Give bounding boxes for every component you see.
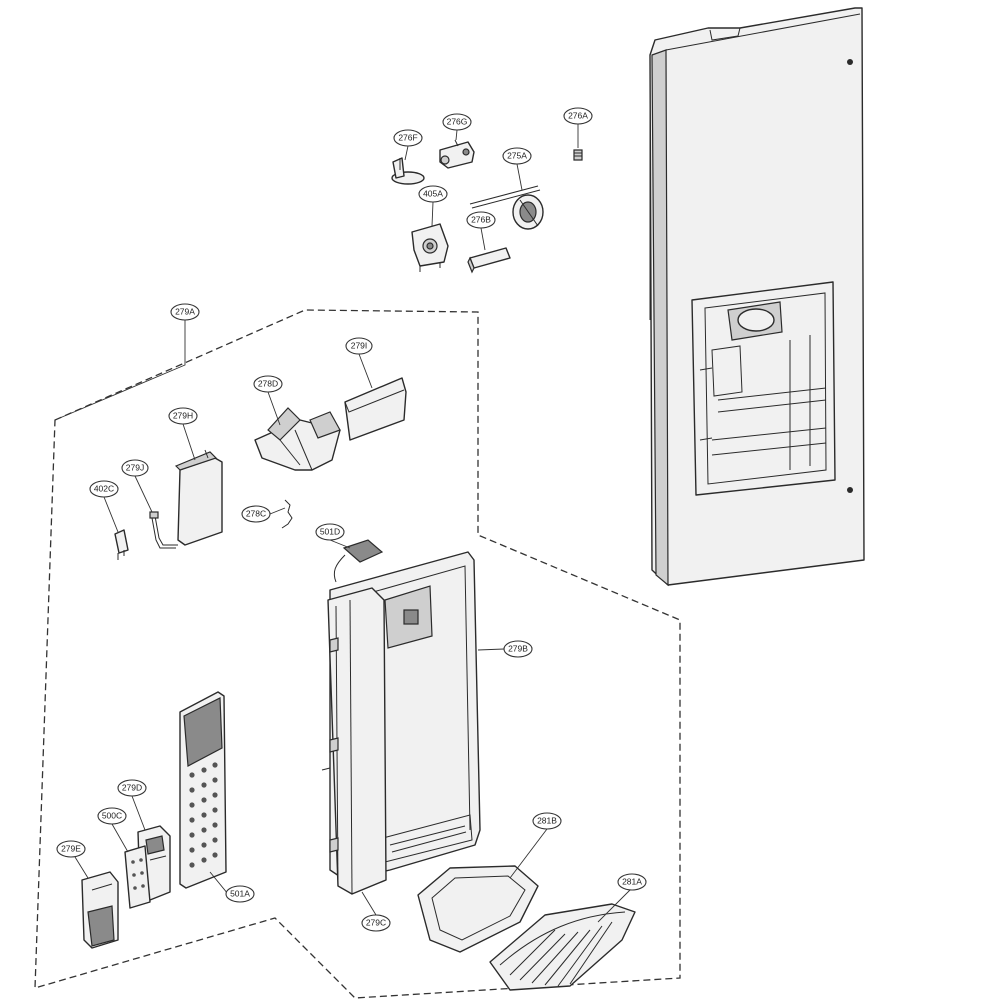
callout-276G: 276G xyxy=(442,113,472,131)
part-279I-cover xyxy=(344,377,407,441)
callout-279D-label: 279D xyxy=(122,782,142,792)
part-276A-screw xyxy=(573,149,583,161)
part-276F-motor-mount xyxy=(391,157,425,185)
callout-278D: 278D xyxy=(253,375,283,393)
callout-405A: 405A xyxy=(418,185,448,203)
callout-276F-label: 276F xyxy=(398,132,417,142)
part-278C-spring xyxy=(281,499,293,529)
callout-402C-label: 402C xyxy=(94,483,114,493)
callout-281A: 281A xyxy=(617,873,647,891)
callout-279C-label: 279C xyxy=(366,917,386,927)
callout-281A-label: 281A xyxy=(622,876,642,886)
part-279J-lever xyxy=(149,511,178,549)
part-279E-actuator xyxy=(81,871,119,949)
callout-279J: 279J xyxy=(121,459,149,477)
callout-279E-label: 279E xyxy=(61,843,81,853)
refrigerator-door xyxy=(649,7,865,587)
part-281A-drip-grille xyxy=(489,903,636,991)
part-275A-solenoid xyxy=(469,185,544,230)
callout-279I: 279I xyxy=(345,337,373,355)
part-501A-keypad xyxy=(179,691,227,889)
part-276B-flap xyxy=(467,247,511,274)
part-279C-frame xyxy=(327,587,387,895)
callout-500C-label: 500C xyxy=(102,810,122,820)
part-500C-board xyxy=(124,845,151,909)
callout-276A-label: 276A xyxy=(568,110,588,120)
part-279H-panel xyxy=(174,449,223,546)
callout-279C: 279C xyxy=(361,914,391,932)
callout-279H: 279H xyxy=(168,407,198,425)
callout-275A: 275A xyxy=(502,147,532,165)
leader-lines xyxy=(54,124,631,923)
callout-278C: 278C xyxy=(241,505,271,523)
callout-276B-label: 276B xyxy=(471,214,491,224)
part-501D-pcb xyxy=(333,539,384,583)
callout-501A: 501A xyxy=(225,885,255,903)
callout-279I-label: 279I xyxy=(351,340,368,350)
callout-279B-label: 279B xyxy=(508,643,528,653)
callout-501D: 501D xyxy=(315,523,345,541)
callout-278C-label: 278C xyxy=(246,508,266,518)
part-281B-tray-frame xyxy=(417,865,539,953)
callout-276F: 276F xyxy=(393,129,423,147)
callout-279A-label: 279A xyxy=(175,306,195,316)
callout-279B: 279B xyxy=(503,640,533,658)
part-402C-switch xyxy=(114,529,129,560)
part-405A-motor xyxy=(411,223,449,272)
callout-402C: 402C xyxy=(89,480,119,498)
assembly-boundary xyxy=(34,309,681,999)
callout-278D-label: 278D xyxy=(258,378,278,388)
callout-276G-label: 276G xyxy=(447,116,468,126)
callout-279H-label: 279H xyxy=(173,410,193,420)
callout-279J-label: 279J xyxy=(126,462,144,472)
callout-501D-label: 501D xyxy=(320,526,340,536)
callout-281B-label: 281B xyxy=(537,815,557,825)
callout-281B: 281B xyxy=(532,812,562,830)
callout-279D: 279D xyxy=(117,779,147,797)
part-276G-bracket xyxy=(439,139,475,169)
callout-405A-label: 405A xyxy=(423,188,443,198)
callout-276A: 276A xyxy=(563,107,593,125)
callout-275A-label: 275A xyxy=(507,150,527,160)
callout-500C: 500C xyxy=(97,807,127,825)
part-278D-chute xyxy=(254,407,341,471)
callout-279E: 279E xyxy=(56,840,86,858)
callout-501A-label: 501A xyxy=(230,888,250,898)
callout-279A: 279A xyxy=(170,303,200,321)
callout-276B: 276B xyxy=(466,211,496,229)
